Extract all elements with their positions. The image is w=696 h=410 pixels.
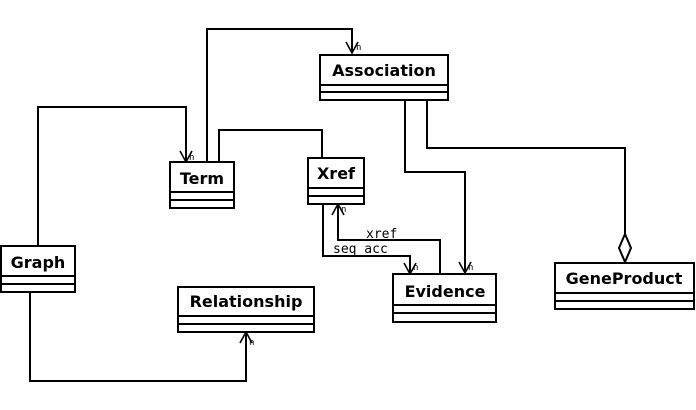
- edge-term-xref: [218, 129, 323, 162]
- edge-evidence-xref: [337, 205, 441, 274]
- class-evidence[interactable]: Evidence: [392, 273, 497, 323]
- multiplicity-term: n: [189, 153, 194, 163]
- class-xref[interactable]: Xref: [307, 157, 365, 205]
- multiplicity-evidence-right: n: [468, 263, 473, 273]
- edge-term-association: [206, 28, 353, 162]
- class-graph[interactable]: Graph: [0, 245, 76, 293]
- arrowhead-association: [345, 41, 359, 55]
- edge-graph-relationship: [29, 292, 247, 382]
- class-association[interactable]: Association: [319, 54, 449, 101]
- class-term[interactable]: Term: [169, 161, 235, 209]
- multiplicity-association: n: [356, 43, 361, 53]
- edge-association-geneproduct: [426, 100, 626, 234]
- role-label-xref: xref: [366, 227, 397, 242]
- multiplicity-xref: n: [341, 205, 346, 215]
- class-name: Term: [180, 169, 224, 188]
- class-geneproduct[interactable]: GeneProduct: [554, 262, 695, 310]
- edge-xref-evidence: [322, 205, 411, 273]
- class-relationship[interactable]: Relationship: [177, 286, 315, 333]
- class-name: Xref: [317, 164, 356, 183]
- class-name: Relationship: [190, 292, 303, 311]
- class-name: GeneProduct: [566, 269, 683, 288]
- class-name: Association: [332, 61, 436, 80]
- multiplicity-relationship: n: [249, 338, 254, 348]
- edge-association-evidence: [404, 100, 466, 272]
- edge-graph-term: [37, 106, 187, 246]
- class-name: Evidence: [405, 282, 486, 301]
- role-label-seq-acc: seq acc: [333, 242, 388, 257]
- multiplicity-evidence-left: n: [413, 263, 418, 273]
- aggregation-diamond: [617, 231, 633, 265]
- class-name: Graph: [11, 253, 66, 272]
